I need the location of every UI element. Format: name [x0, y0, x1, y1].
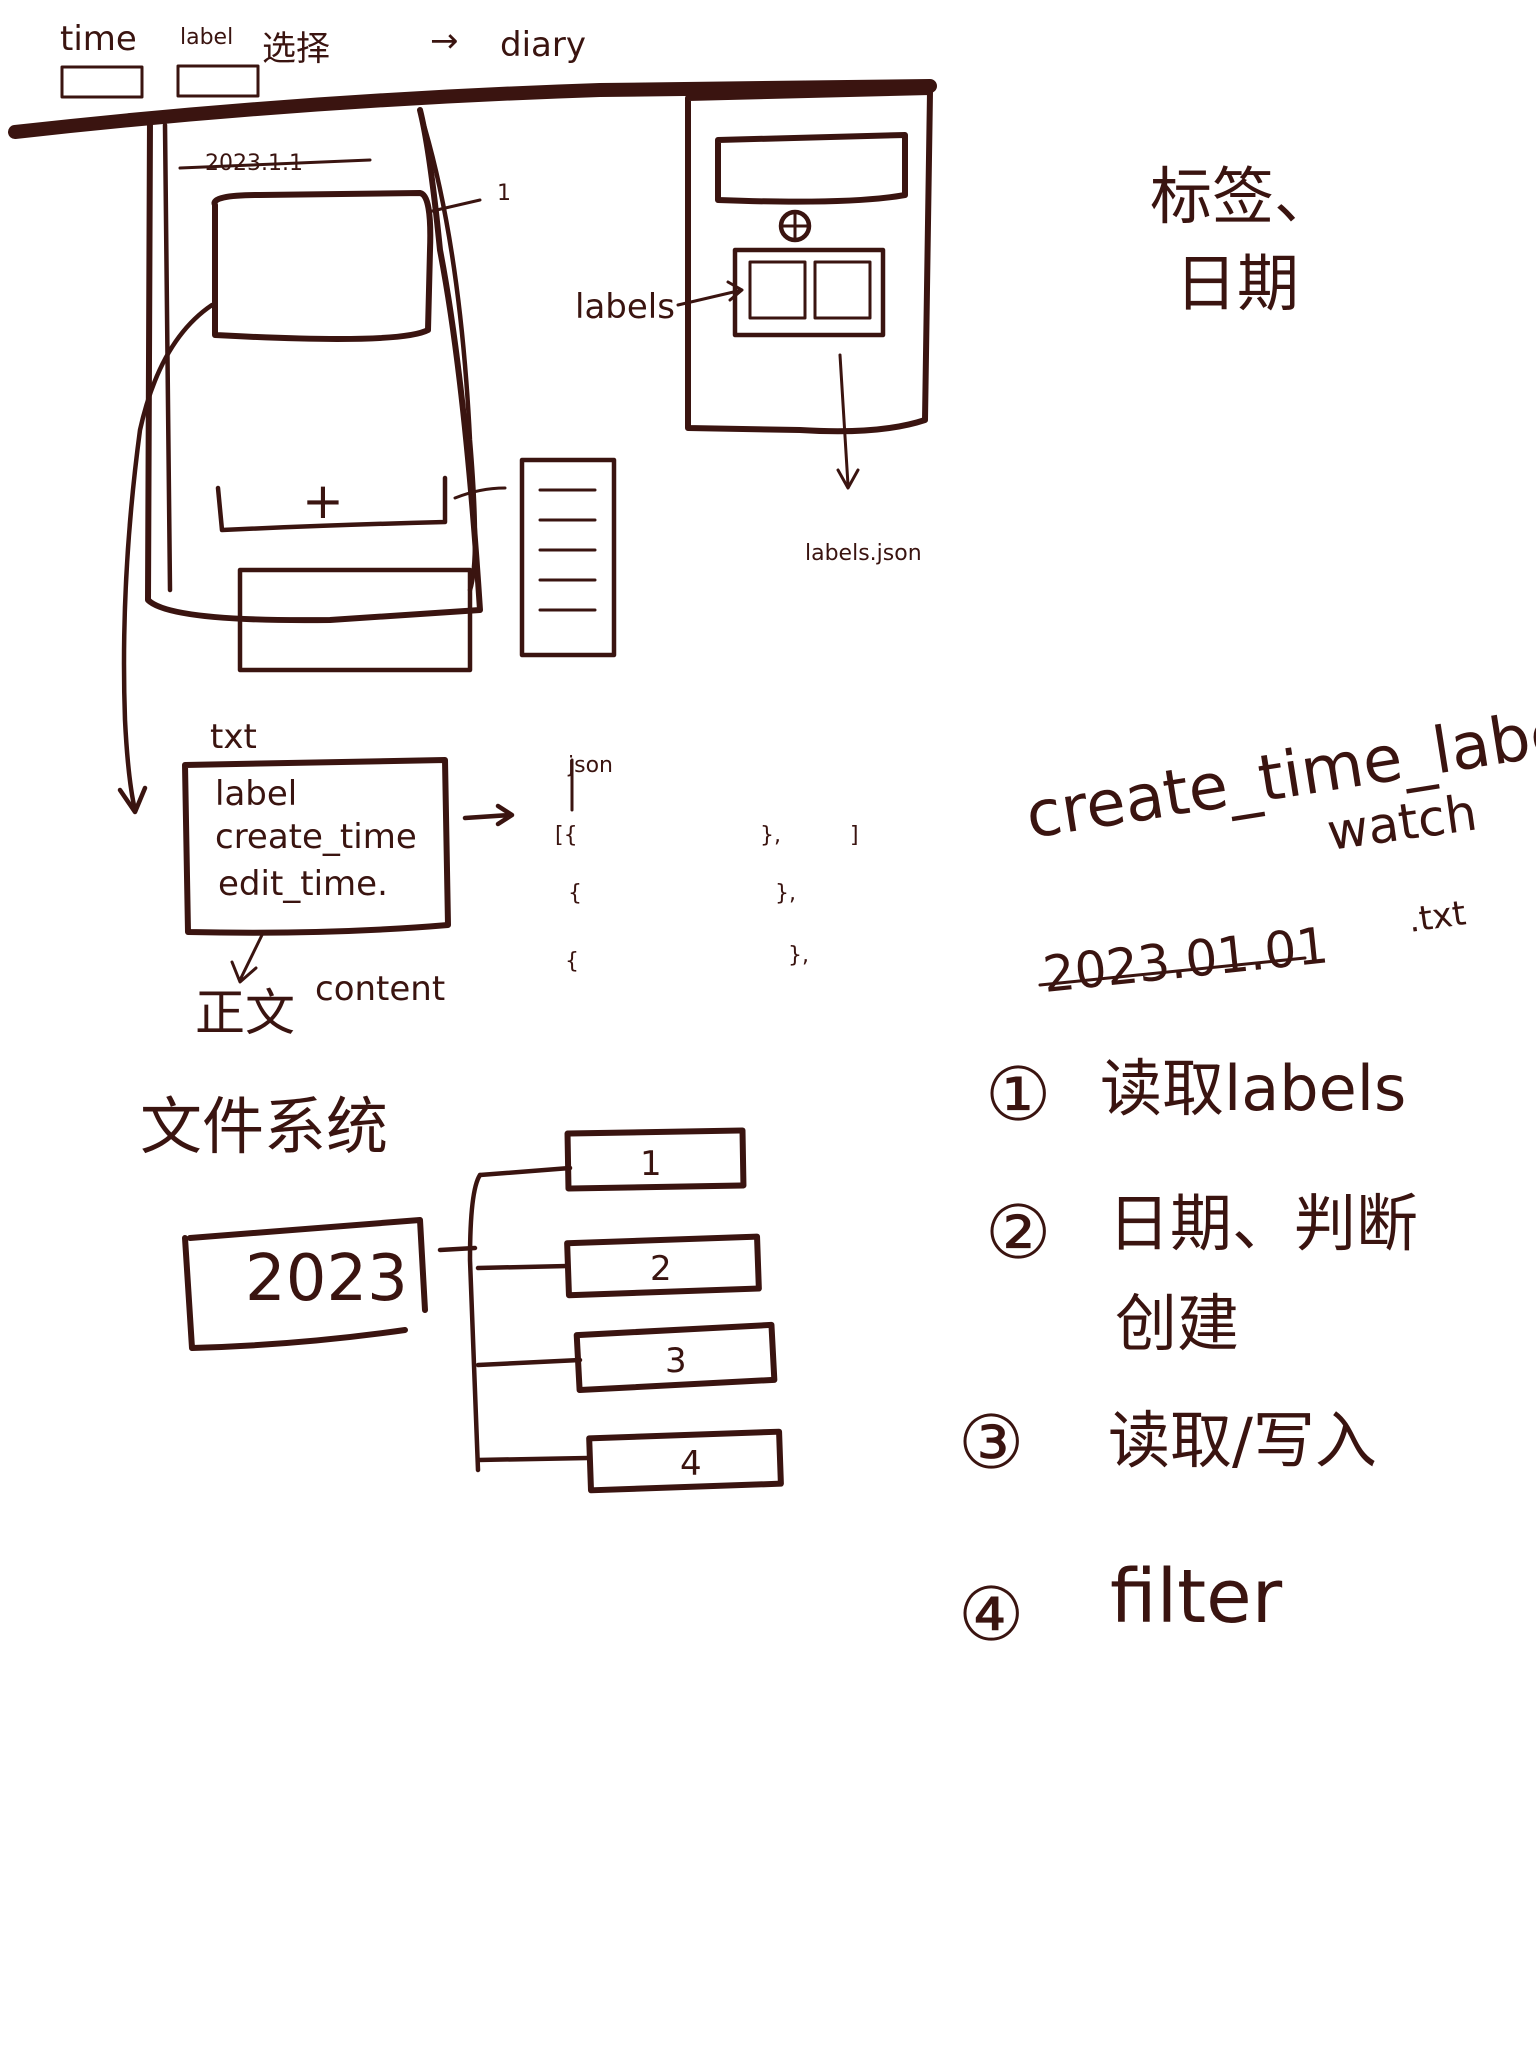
main-date-strike [178, 158, 372, 170]
side-note-line1: 标签、 [1150, 160, 1336, 233]
time-label: time [60, 19, 137, 59]
step-marker-1: ① [985, 1052, 1051, 1138]
side-note-line2: 日期 [1175, 247, 1299, 320]
labels-pointer-text: labels [575, 287, 675, 327]
main-to-side-arrow [453, 486, 507, 500]
storage-branch-2 [475, 1263, 571, 1271]
json-row3-col2: }, [788, 943, 809, 968]
json-row3-col1: { [565, 949, 579, 974]
content-label: content [315, 969, 445, 1009]
step-marker-3: ③ [958, 1400, 1024, 1486]
label-add-circle [778, 209, 812, 243]
label-to-json-arrowhead [836, 468, 860, 490]
storage-child-box-3 [573, 1321, 778, 1394]
step-text-3: 读取/写入 [1108, 1404, 1377, 1477]
storage-root-label: 2023 [245, 1242, 408, 1316]
storage-trunk [467, 1172, 483, 1473]
json-row1-col3: ] [850, 823, 859, 848]
storage-tree: 文件系统 2023 1 2 3 4 [140, 1090, 784, 1494]
main-app-sketch: 2023.1.1 1 + [117, 107, 617, 815]
txt-to-body-arrow [230, 933, 264, 984]
step-text-1: 读取labels [1100, 1052, 1406, 1125]
main-card-box [211, 190, 434, 342]
side-panel-box [519, 457, 617, 658]
storage-child-label-1: 1 [640, 1144, 662, 1184]
main-frame-outer [145, 107, 483, 624]
step-text-2: 日期、判断 [1108, 1187, 1418, 1260]
label-grid-cell-2 [813, 260, 872, 320]
storage-child-label-4: 4 [680, 1444, 702, 1484]
json-row1-col1: [{ [555, 823, 578, 848]
storage-title: 文件系统 [140, 1090, 388, 1163]
storage-child-label-3: 3 [665, 1341, 687, 1381]
main-card-pointer [426, 198, 482, 214]
time-input-box [60, 65, 144, 99]
main-add-box [215, 475, 448, 533]
label-header-box [715, 132, 908, 205]
json-row1-col2: }, [760, 823, 781, 848]
storage-child-box-1 [564, 1127, 747, 1192]
labels-pointer-arrow [676, 280, 744, 307]
label-to-json-line [838, 353, 850, 487]
storage-branch-4 [475, 1455, 591, 1463]
main-list-box [237, 567, 473, 673]
side-note: 标签、 日期 [1150, 160, 1336, 320]
step-text-4: filter [1110, 1554, 1283, 1640]
diary-label: diary [500, 25, 586, 65]
txt-field-create-time: create_time [215, 817, 417, 857]
date-entry-strike [1038, 956, 1307, 987]
storage-branch-1 [477, 1165, 573, 1178]
top-bar-line [8, 79, 937, 139]
body-label: 正文 [195, 984, 295, 1042]
right-notes: create_time_label watch 2023.01.01 .txt [1021, 692, 1536, 1004]
json-row2-col1: { [568, 881, 582, 906]
json-row2-col2: }, [775, 881, 796, 906]
main-to-txt-arrowhead [117, 785, 148, 815]
txt-entry: .txt [1406, 893, 1469, 941]
main-add-symbol: + [302, 472, 344, 530]
labels-json-file: labels.json [805, 541, 922, 566]
storage-child-box-4 [586, 1428, 784, 1494]
step-text-2b: 创建 [1115, 1287, 1239, 1360]
step-marker-2: ② [985, 1190, 1051, 1276]
label-label: label [180, 25, 233, 50]
label-frame [685, 89, 933, 435]
txt-field-label: label [215, 774, 297, 814]
main-box-number: 1 [497, 181, 511, 206]
top-arrow: → [430, 21, 459, 61]
storage-branch-3 [475, 1357, 583, 1368]
txt-to-json-arrow [462, 803, 515, 827]
label-grid-cell-1 [748, 260, 807, 320]
storage-root-box [182, 1217, 428, 1351]
storage-child-label-2: 2 [650, 1249, 672, 1289]
txt-box [182, 757, 451, 936]
label-input-box [176, 64, 260, 98]
top-bar: time label 选择 → diary [8, 19, 937, 139]
steps-list: ① 读取labels ② 日期、判断 创建 ③ 读取/写入 ④ filter [958, 1052, 1418, 1658]
txt-section: txt label create_time edit_time. json [{… [182, 717, 859, 1042]
txt-title: txt [210, 717, 257, 757]
txt-field-edit-time: edit_time. [218, 864, 388, 904]
label-sketch: labels labels.json [575, 89, 933, 566]
storage-child-box-2 [564, 1233, 762, 1299]
select-label: 选择 [262, 29, 330, 69]
main-to-txt-curve [121, 302, 215, 813]
json-label: json [567, 753, 613, 778]
step-marker-4: ④ [958, 1572, 1024, 1658]
